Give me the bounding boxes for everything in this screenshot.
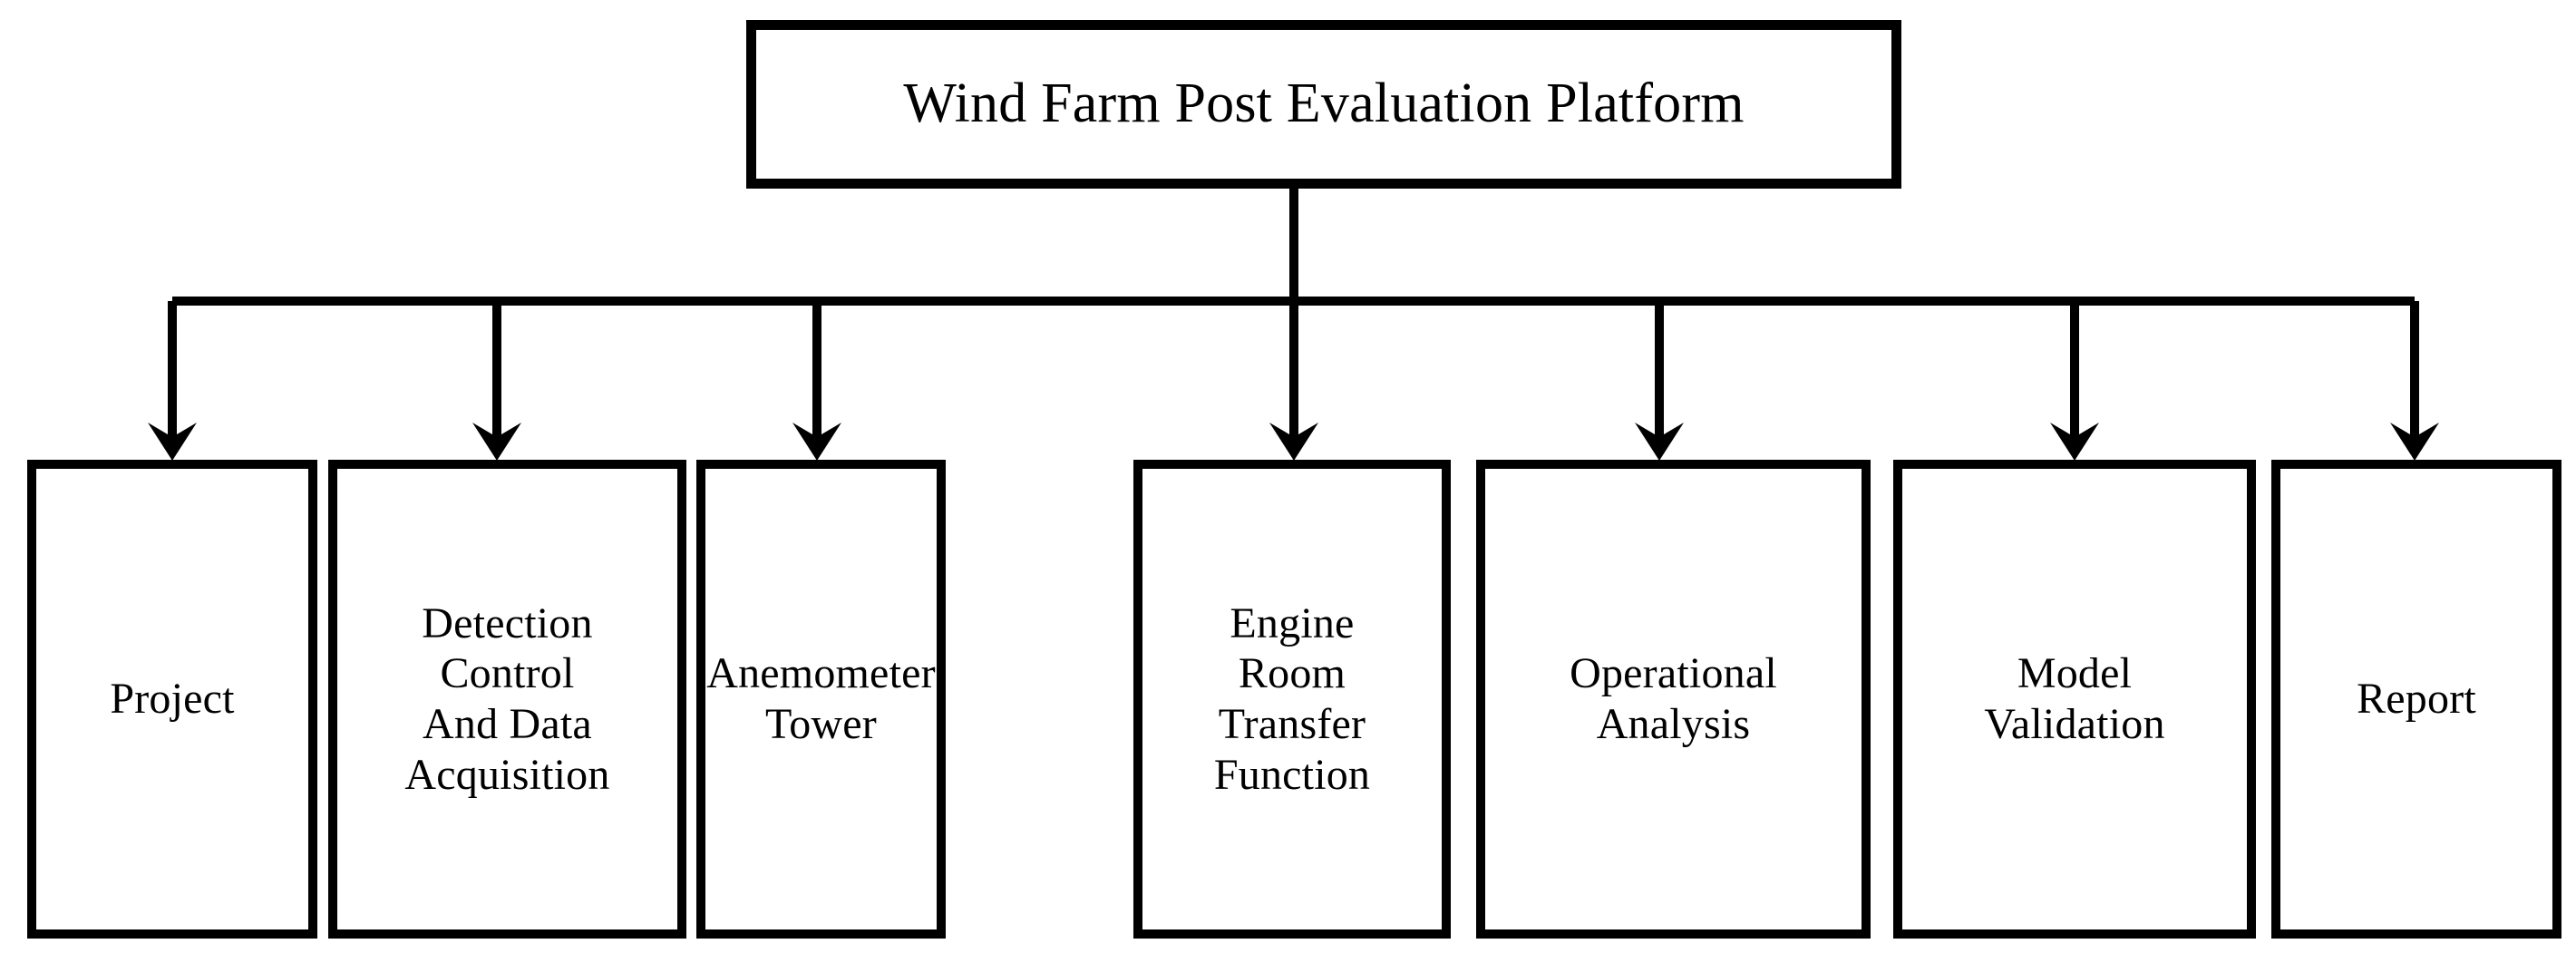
node-project[interactable]: Project: [27, 460, 317, 939]
arrowhead-icon-6: [2050, 423, 2099, 461]
arrowhead-icon-5: [1635, 423, 1684, 461]
root-node-label: Wind Farm Post Evaluation Platform: [903, 73, 1745, 135]
arrowhead-icon-1: [148, 423, 197, 461]
node-report-label: Report: [2357, 675, 2476, 724]
arrowhead-icon-2: [472, 423, 521, 461]
arrowhead-icon-4: [1269, 423, 1318, 461]
arrowhead-icon-3: [792, 423, 841, 461]
root-node[interactable]: Wind Farm Post Evaluation Platform: [746, 20, 1901, 189]
node-report[interactable]: Report: [2271, 460, 2561, 939]
arrowhead-icon-7: [2390, 423, 2439, 461]
node-project-label: Project: [110, 675, 235, 724]
